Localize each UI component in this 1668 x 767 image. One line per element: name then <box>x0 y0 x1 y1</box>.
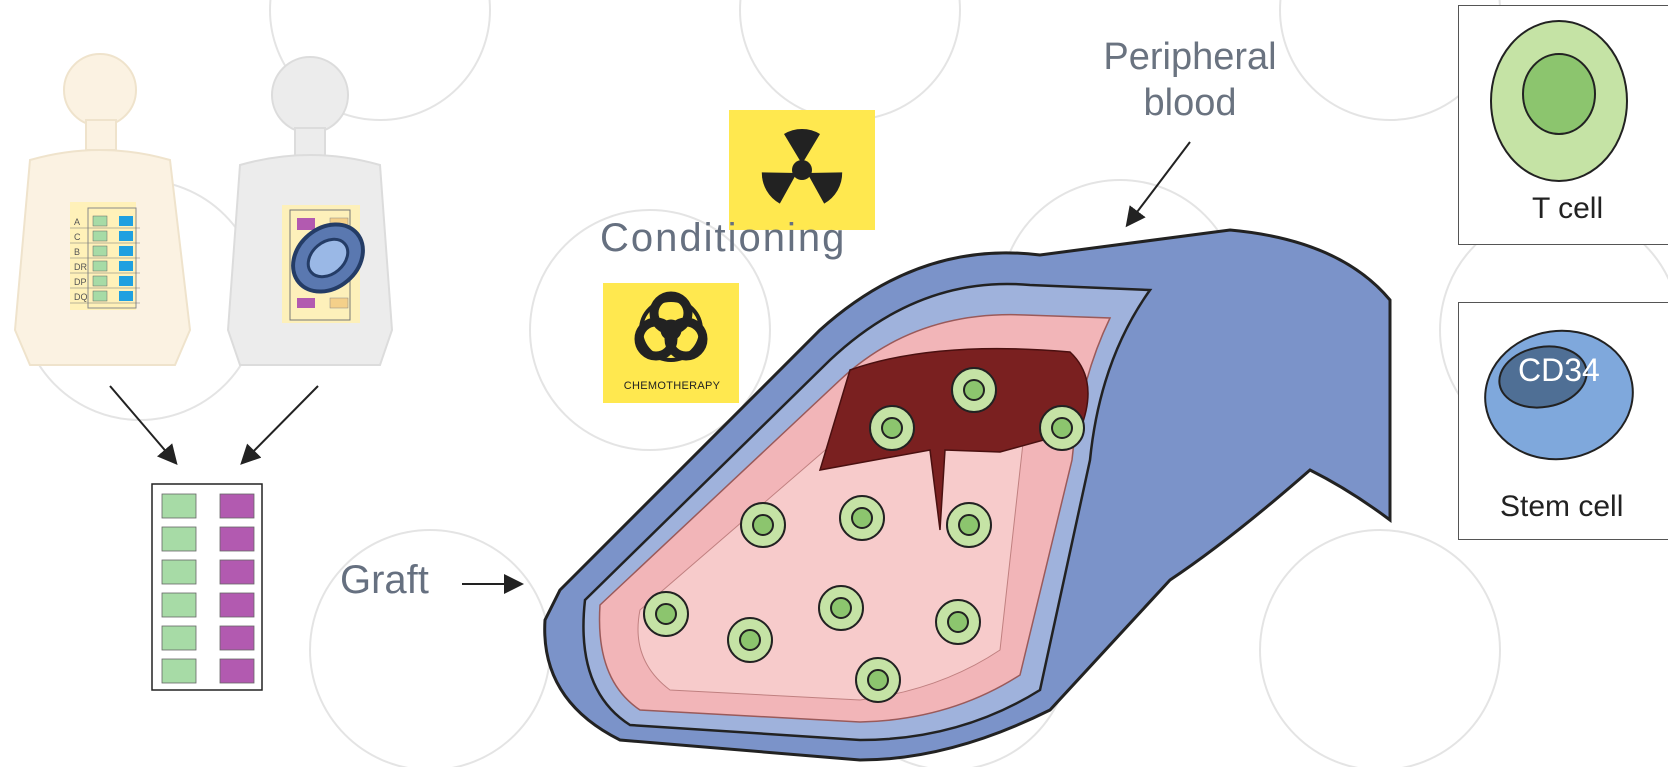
radiation-icon <box>729 110 875 230</box>
hla-locus-label: A <box>74 217 80 227</box>
t-cell-label: T cell <box>1532 192 1603 226</box>
hla-locus-label: C <box>74 232 81 242</box>
peripheral-blood-label: Peripheral blood <box>1060 34 1320 126</box>
hla-allele-donor-b <box>119 216 133 226</box>
graft-label: Graft <box>340 558 429 603</box>
matched-hla-allele-recipient <box>220 659 254 683</box>
hla-locus-label: B <box>74 247 80 257</box>
hla-allele-donor-b <box>119 246 133 256</box>
graft-cell-nucleus <box>948 612 968 632</box>
graft-cell-nucleus <box>740 630 760 650</box>
matched-hla-allele-recipient <box>220 560 254 584</box>
conditioning-label: Conditioning <box>600 216 846 261</box>
graft-cell-nucleus <box>964 380 984 400</box>
hla-allele-donor-a <box>93 291 107 301</box>
matched-hla-allele-donor <box>162 560 196 584</box>
matched-hla-allele-donor <box>162 494 196 518</box>
graft-cell-nucleus <box>753 515 773 535</box>
hla-allele-donor-b <box>119 261 133 271</box>
graft-cell-nucleus <box>882 418 902 438</box>
hla-allele-donor-a <box>93 276 107 286</box>
hla-allele-donor-a <box>93 231 107 241</box>
matched-hla-allele-recipient <box>220 593 254 617</box>
hla-allele-donor-b <box>119 291 133 301</box>
chemotherapy-label: CHEMOTHERAPY <box>604 380 740 392</box>
graft-cell-nucleus <box>868 670 888 690</box>
hla-allele-donor-a <box>93 216 107 226</box>
hla-allele-donor-b <box>119 276 133 286</box>
matched-hla-allele-donor <box>162 659 196 683</box>
matched-hla-allele-recipient <box>220 494 254 518</box>
hla-locus-label: DQ <box>74 292 88 302</box>
hla-allele-donor-b <box>119 231 133 241</box>
matched-hla-allele-recipient <box>220 527 254 551</box>
recipient-arrow <box>243 386 318 462</box>
hla-allele-donor-a <box>93 246 107 256</box>
stem-cell-label: Stem cell <box>1500 490 1623 524</box>
hla-allele-donor-a <box>93 261 107 271</box>
graft-cell-nucleus <box>831 598 851 618</box>
graft-cell-nucleus <box>656 604 676 624</box>
peripheral-blood-label-line1: Peripheral <box>1060 34 1320 80</box>
matched-hla-allele-donor <box>162 626 196 650</box>
donor-arrow <box>110 386 175 462</box>
matched-hla-allele-donor <box>162 593 196 617</box>
cd34-label: CD34 <box>1518 352 1600 389</box>
matched-hla-allele-recipient <box>220 626 254 650</box>
matched-hla-allele-donor <box>162 527 196 551</box>
graft-cell-nucleus <box>1052 418 1072 438</box>
matched-hla-panel <box>152 484 262 690</box>
graft-cell-nucleus <box>959 515 979 535</box>
donor-hla-panel: ACB DR DP DQ <box>70 202 140 310</box>
peripheral-blood-label-line2: blood <box>1060 80 1320 126</box>
hla-locus-label: DP <box>74 277 87 287</box>
hla-locus-label: DR <box>74 262 87 272</box>
graft-cell-nucleus <box>852 508 872 528</box>
